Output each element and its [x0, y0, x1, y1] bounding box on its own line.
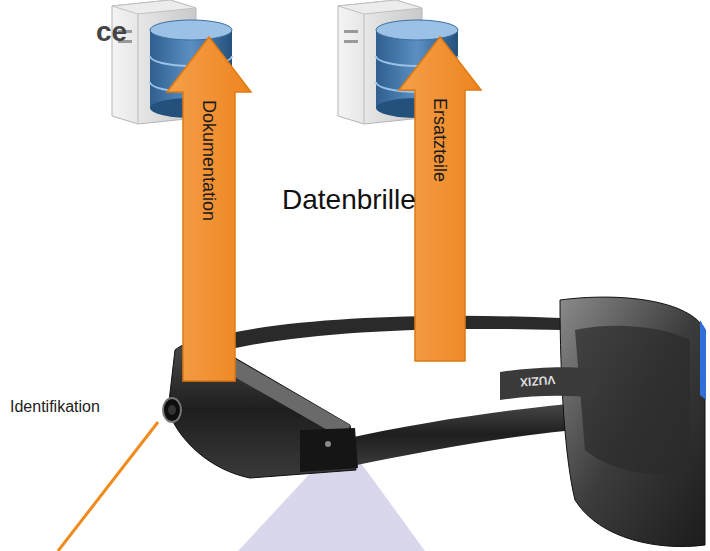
brand-logo: VUZIX — [520, 373, 556, 389]
callout-label: Identifikation — [10, 398, 100, 416]
arrow-text: Dokumentation — [200, 100, 218, 221]
arrow-text: Ersatzteile — [431, 98, 449, 182]
heading-fragment: ce — [96, 16, 127, 48]
arrow-box: Dokumentation — [166, 36, 252, 381]
device-label: Datenbrille — [282, 184, 416, 216]
leader-line — [58, 422, 158, 551]
